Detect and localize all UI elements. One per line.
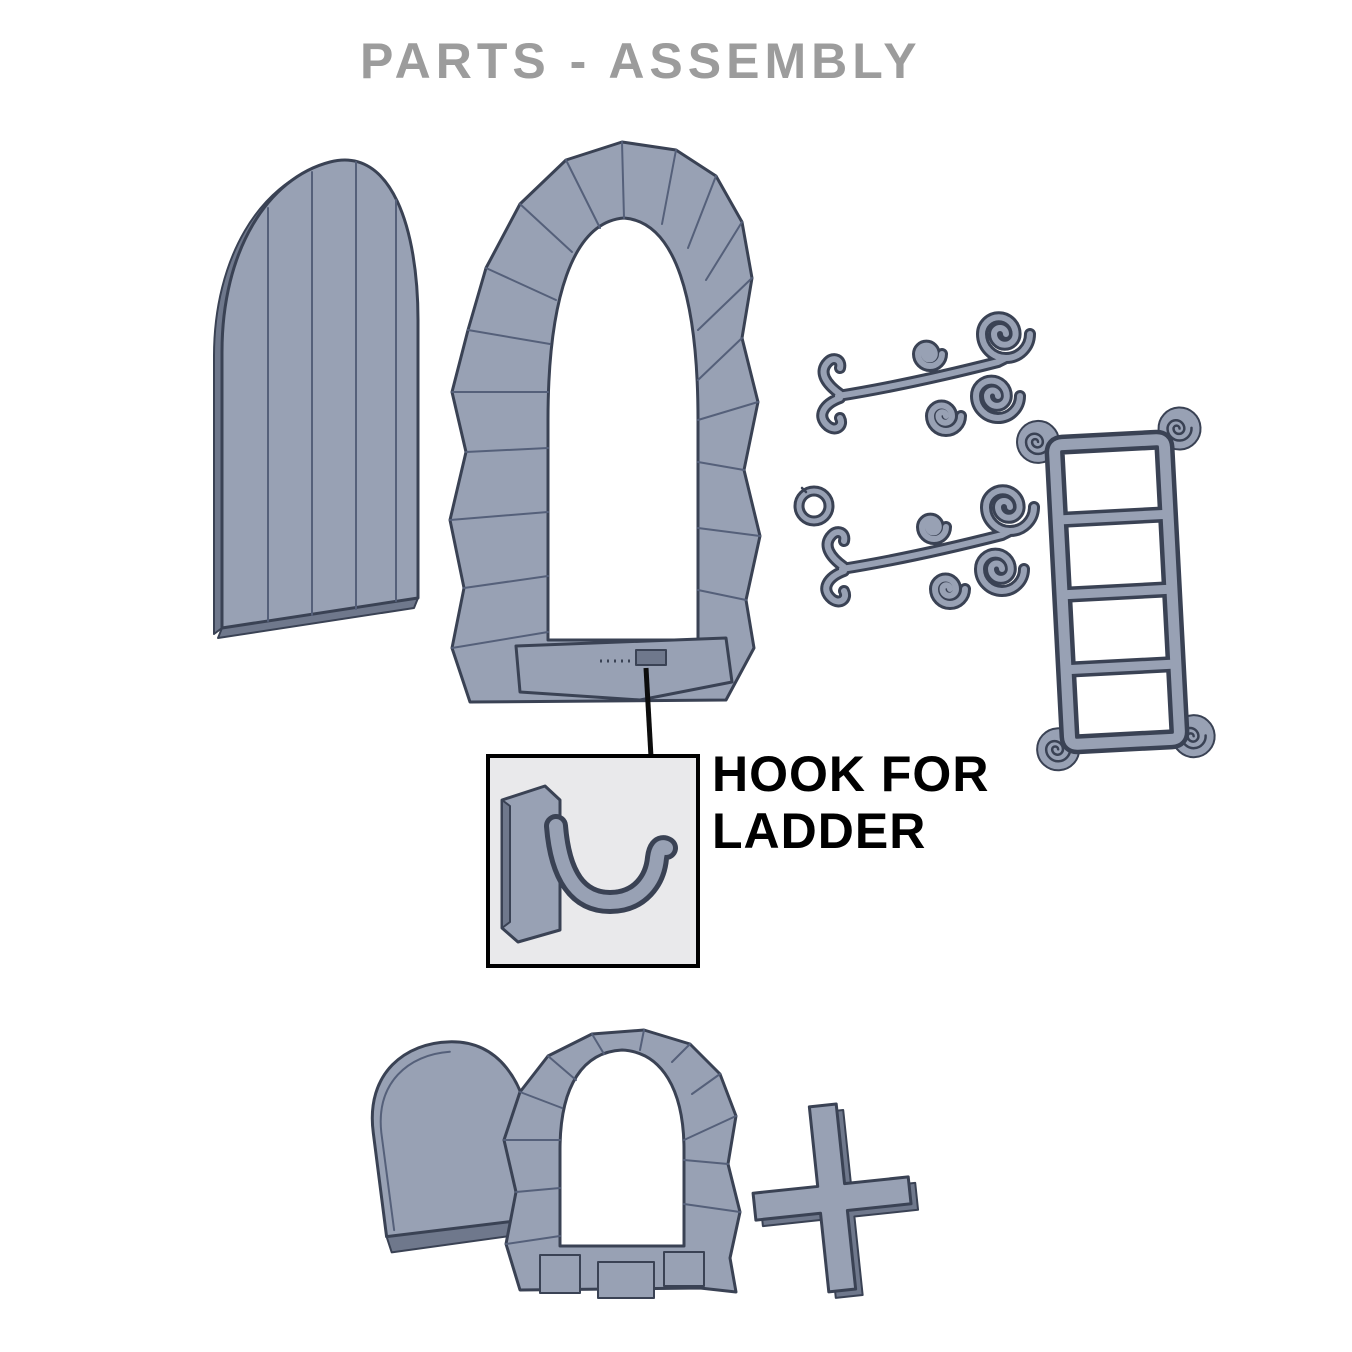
frame-sill	[514, 636, 734, 702]
frame-foot-block	[597, 1261, 655, 1299]
page-title: PARTS - ASSEMBLY	[360, 33, 922, 89]
hook-for-ladder-detail	[486, 754, 700, 968]
callout-leader-line	[643, 667, 654, 758]
hook-for-ladder-label: HOOK FOR LADDER	[712, 746, 989, 860]
scroll-hinge-top	[822, 317, 1030, 431]
scroll-hinge-bottom	[826, 490, 1034, 604]
arched-door-panel	[213, 158, 420, 639]
ladder-hook-nub	[635, 649, 667, 666]
cross-brace	[751, 1102, 920, 1299]
hook-label-line-1: HOOK FOR	[712, 746, 990, 802]
hook-label-line-2: LADDER	[712, 803, 927, 859]
frame-foot-block	[663, 1251, 705, 1287]
scroll-ladder	[1016, 406, 1218, 771]
hook-shape	[500, 784, 678, 944]
stone-arch-door-frame	[448, 140, 762, 704]
pull-ring	[793, 485, 835, 527]
frame-foot-block	[539, 1254, 581, 1294]
small-stone-arch-frame	[502, 1028, 742, 1299]
